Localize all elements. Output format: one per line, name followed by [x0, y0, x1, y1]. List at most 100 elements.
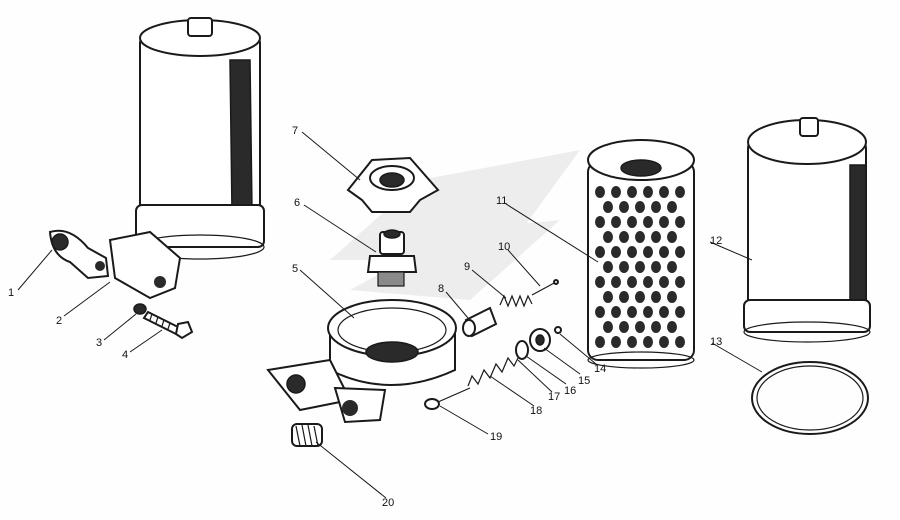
- callout-10: 10: [498, 241, 510, 253]
- perforation-hole: [667, 201, 677, 213]
- perforation-hole: [675, 336, 685, 348]
- callout-11: 11: [496, 195, 507, 207]
- perforation-hole: [651, 231, 661, 243]
- long-spring: [467, 353, 521, 387]
- cap-nut: [346, 156, 440, 213]
- bolt: [142, 310, 194, 340]
- perforation-hole: [611, 336, 621, 348]
- perforation-hole: [595, 276, 605, 288]
- drain-plug: [291, 423, 323, 447]
- perforation-hole: [675, 216, 685, 228]
- perforation-hole: [651, 291, 661, 303]
- perforation-hole: [603, 201, 613, 213]
- perforation-hole: [595, 186, 605, 198]
- perforation-hole: [651, 201, 661, 213]
- lock-pin: [554, 326, 562, 334]
- perforation-hole: [635, 201, 645, 213]
- adjusting-nut: [529, 328, 551, 352]
- perforation-hole: [651, 261, 661, 273]
- perforation-hole: [627, 216, 637, 228]
- perforation-hole: [619, 321, 629, 333]
- perforation-hole: [659, 336, 669, 348]
- perforation-hole: [603, 321, 613, 333]
- housing-base: [266, 299, 457, 424]
- perforation-hole: [643, 336, 653, 348]
- perforation-hole: [635, 231, 645, 243]
- perforation-hole: [611, 186, 621, 198]
- perforation-hole: [595, 306, 605, 318]
- seal-ring: [515, 340, 529, 360]
- perforation-hole: [595, 336, 605, 348]
- callout-6: 6: [294, 197, 300, 209]
- perforation-hole: [643, 246, 653, 258]
- perforation-hole: [675, 246, 685, 258]
- perforation-hole: [627, 336, 637, 348]
- callout-18: 18: [530, 405, 542, 417]
- perforation-hole: [627, 246, 637, 258]
- perforation-hole: [659, 216, 669, 228]
- perforation-hole: [675, 306, 685, 318]
- perforation-hole: [659, 186, 669, 198]
- perforation-hole: [675, 186, 685, 198]
- callout-5: 5: [292, 263, 298, 275]
- perforation-hole: [651, 321, 661, 333]
- perforation-hole: [595, 246, 605, 258]
- callout-17: 17: [548, 391, 560, 403]
- perforation-hole: [635, 291, 645, 303]
- perforation-hole: [635, 321, 645, 333]
- filter-element: [587, 139, 695, 369]
- perforation-hole: [619, 201, 629, 213]
- threaded-fitting: [366, 229, 418, 287]
- perforation-hole: [667, 291, 677, 303]
- callout-7: 7: [292, 125, 298, 137]
- callout-1: 1: [8, 287, 14, 299]
- callout-4: 4: [122, 349, 128, 361]
- perforation-hole: [595, 216, 605, 228]
- housing-cover: [743, 117, 871, 343]
- rod: [531, 279, 559, 296]
- perforation-hole: [603, 291, 613, 303]
- perforation-hole: [603, 261, 613, 273]
- perforation-hole: [667, 261, 677, 273]
- perforation-hole: [627, 276, 637, 288]
- callout-12: 12: [710, 235, 722, 247]
- callout-19: 19: [490, 431, 502, 443]
- perforation-hole: [643, 216, 653, 228]
- perforation-hole: [611, 306, 621, 318]
- perforation-hole: [667, 321, 677, 333]
- callout-16: 16: [564, 385, 576, 397]
- long-bolt: [424, 387, 471, 410]
- filter-perforations: [595, 186, 685, 348]
- assembled-filter: [48, 17, 265, 300]
- perforation-hole: [603, 231, 613, 243]
- plunger: [462, 306, 498, 338]
- callout-14: 14: [594, 363, 606, 375]
- perforation-hole: [643, 186, 653, 198]
- perforation-hole: [627, 186, 637, 198]
- perforation-hole: [667, 231, 677, 243]
- perforation-hole: [627, 306, 637, 318]
- callout-8: 8: [438, 283, 444, 295]
- perforation-hole: [659, 276, 669, 288]
- callout-2: 2: [56, 315, 62, 327]
- gasket-ring: [751, 361, 869, 435]
- callout-15: 15: [578, 375, 590, 387]
- perforation-hole: [619, 231, 629, 243]
- callout-20: 20: [382, 497, 394, 509]
- perforation-hole: [611, 216, 621, 228]
- callout-9: 9: [464, 261, 470, 273]
- perforation-hole: [611, 276, 621, 288]
- perforation-hole: [635, 261, 645, 273]
- leader-lines: [17, 131, 763, 499]
- perforation-hole: [619, 291, 629, 303]
- perforation-hole: [643, 306, 653, 318]
- perforation-hole: [659, 246, 669, 258]
- perforation-hole: [611, 246, 621, 258]
- small-spring: [499, 294, 533, 308]
- callout-3: 3: [96, 337, 102, 349]
- callout-labels: 1 2 3 4 5 6 7 8 9 10 11 12 13 14 15 16 1…: [8, 125, 722, 509]
- perforation-hole: [659, 306, 669, 318]
- callout-13: 13: [710, 336, 722, 348]
